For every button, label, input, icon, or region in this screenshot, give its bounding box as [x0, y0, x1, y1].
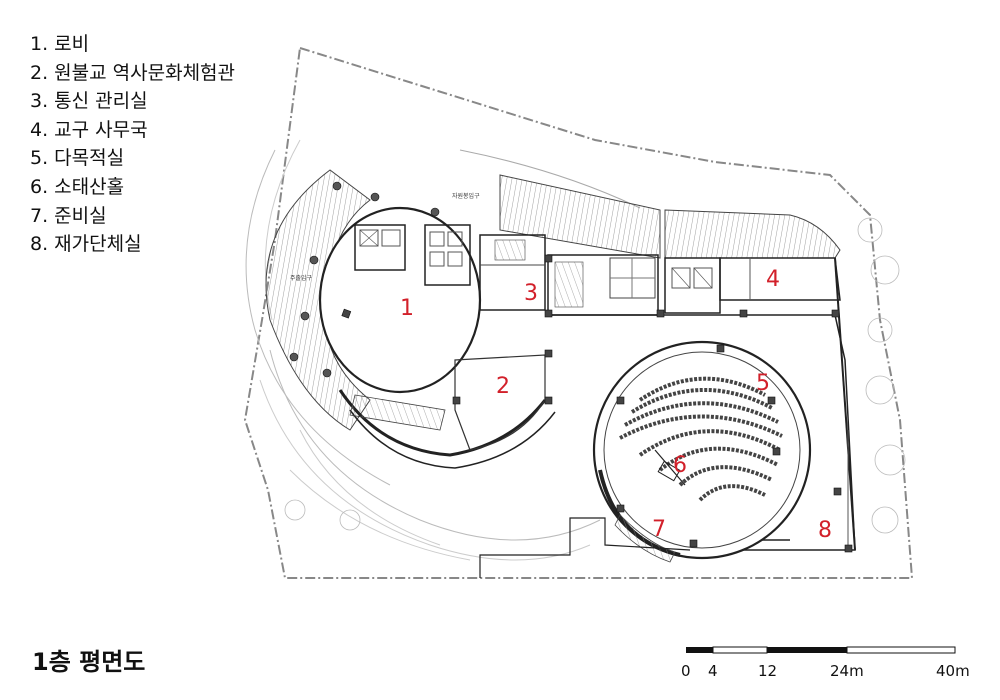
auditorium-seating	[619, 376, 783, 502]
columns	[341, 254, 853, 553]
room-number-5: 5	[756, 371, 770, 396]
room-number-6: 6	[673, 453, 687, 478]
scale-label-0: 0	[681, 662, 691, 680]
main-entrance-label: 주출입구	[290, 274, 313, 282]
trees	[284, 217, 906, 534]
legend-item-sotaesan-hall: 6. 소태산홀	[30, 175, 125, 198]
site-boundary	[243, 46, 914, 579]
room-number-8: 8	[818, 518, 832, 543]
legend: 1. 로비 2. 원불교 역사문화체험관 3. 통신 관리실 4. 교구 사무국…	[30, 30, 235, 259]
legend-item-office: 4. 교구 사무국	[30, 118, 148, 141]
scale-label-24m: 24m	[830, 662, 864, 680]
plan-title: 1층 평면도	[32, 648, 146, 676]
legend-item-lay-group-room: 8. 재가단체실	[30, 233, 142, 256]
legend-item-prep-room: 7. 준비실	[30, 204, 107, 227]
scale-label-40m: 40m	[936, 662, 970, 680]
legend-item-multipurpose: 5. 다목적실	[30, 147, 125, 170]
north-canopy	[499, 174, 661, 259]
legend-item-history-hall: 2. 원불교 역사문화체험관	[30, 61, 236, 84]
room-number-2: 2	[496, 374, 510, 399]
scale-bar: 0 4 12 24m 40m	[681, 646, 970, 680]
stair-south	[349, 394, 446, 431]
scale-label-12: 12	[758, 662, 777, 680]
legend-item-lobby: 1. 로비	[30, 33, 90, 55]
legend-item-comm-room: 3. 통신 관리실	[30, 90, 148, 113]
office-wall	[719, 257, 841, 301]
outdoor-lights	[289, 181, 440, 378]
room-number-7: 7	[652, 517, 666, 542]
room-number-3: 3	[524, 281, 538, 306]
room-number-1: 1	[400, 296, 414, 321]
secondary-entrance-label: 자원봉입구	[452, 192, 480, 200]
room-number-4: 4	[766, 267, 780, 292]
scale-label-4: 4	[708, 662, 718, 680]
